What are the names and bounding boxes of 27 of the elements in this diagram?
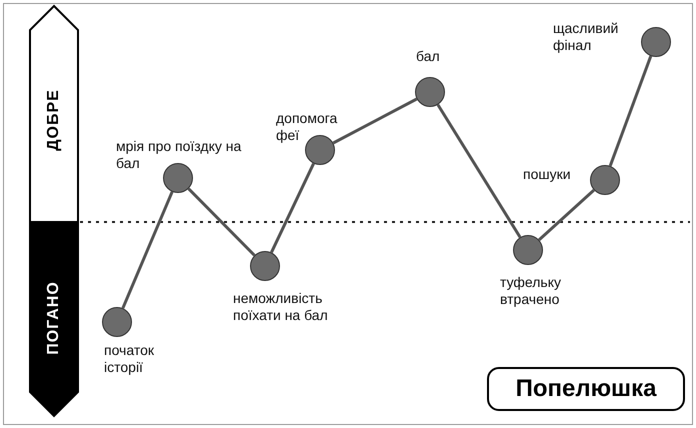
point-label: неможливість поїхати на бал [233, 290, 329, 324]
point-label: бал [416, 48, 441, 65]
title-box [487, 367, 685, 411]
plot-line [538, 188, 595, 242]
point-label: туфельку втрачено [500, 274, 562, 308]
point-label: початок історії [104, 342, 155, 376]
plot-line [608, 56, 652, 166]
story-title: Попелюшка [516, 375, 656, 403]
plot-line [332, 98, 418, 144]
plot-point [163, 163, 193, 193]
point-label: щасливий фінал [553, 20, 620, 54]
plot-point [102, 307, 132, 337]
point-label: мрія про поїздку на бал [116, 138, 242, 172]
point-label: пошуки [523, 166, 572, 183]
plot-point [415, 77, 445, 107]
scale-label: ПОГАНО [44, 281, 63, 355]
plot-point [590, 165, 620, 195]
point-label: допомога феї [276, 110, 338, 144]
plot-point [250, 251, 280, 281]
plot-line [187, 188, 256, 256]
plot-line [121, 191, 174, 309]
plot-line [270, 162, 315, 254]
plot-point [641, 27, 671, 57]
plot-line [436, 104, 522, 238]
plot-point [513, 235, 543, 265]
plot-point [305, 135, 335, 165]
scale-label: ДОБРЕ [44, 89, 63, 151]
